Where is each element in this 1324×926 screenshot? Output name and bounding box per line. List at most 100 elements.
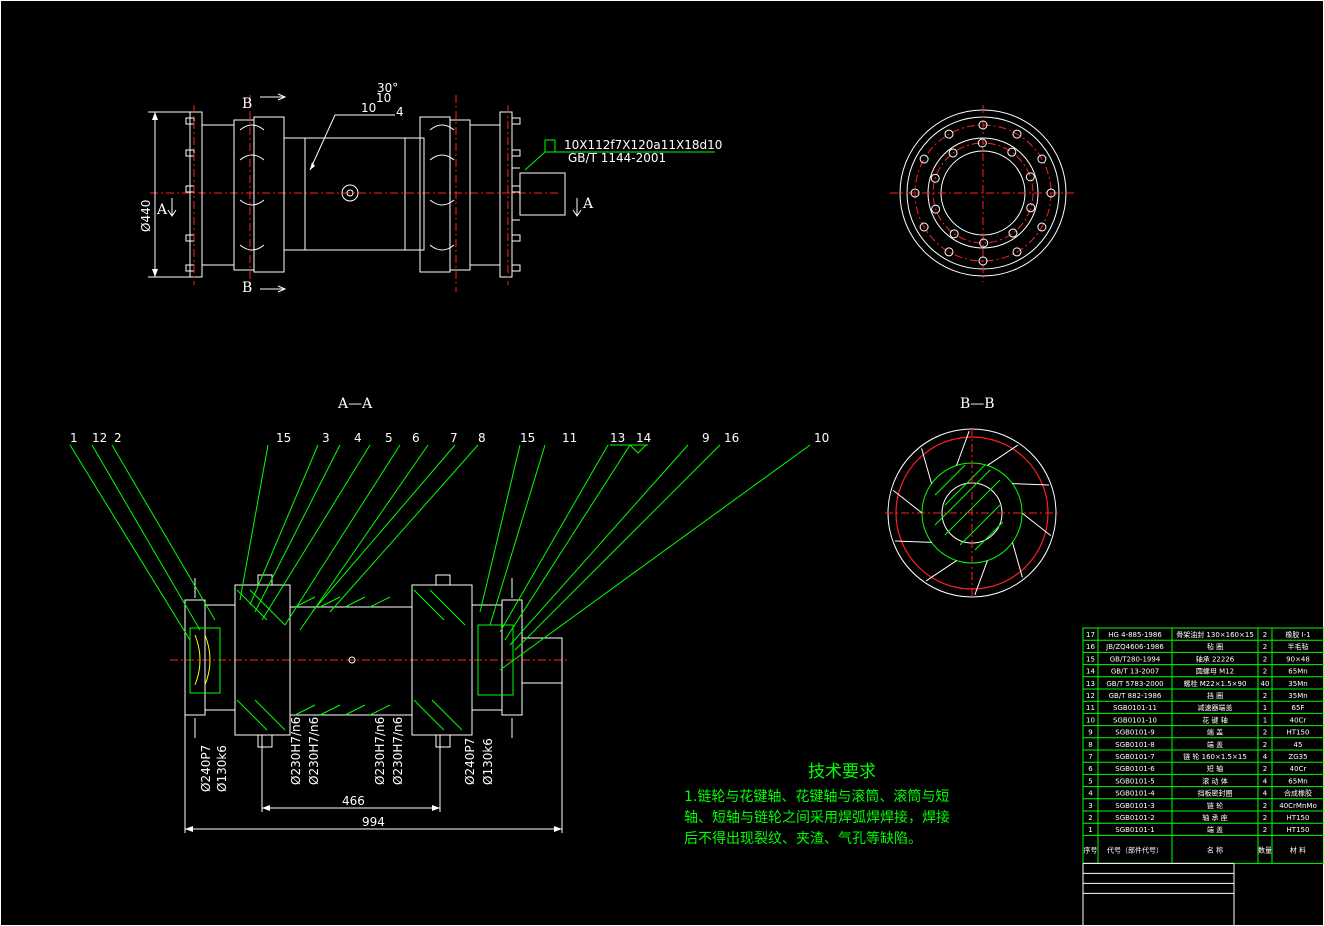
bom-cell: SGB0101-1 bbox=[1115, 826, 1154, 834]
bom-cell: SGB0101-11 bbox=[1113, 704, 1157, 712]
bom-cell: 2 bbox=[1263, 814, 1267, 822]
balloon-label-15: 15 bbox=[276, 431, 291, 445]
tech-req-line-2: 轴、短轴与链轮之间采用焊弧焊焊接，焊接 bbox=[684, 809, 950, 826]
outer-bolt-hole bbox=[1012, 247, 1022, 257]
weld-number-label: 4 bbox=[396, 105, 404, 119]
bom-cell: GB/T 13-2007 bbox=[1111, 668, 1159, 676]
weld-size-label-2: 10 bbox=[361, 101, 376, 115]
section-bb-teeth bbox=[892, 430, 1052, 596]
section-mark-a-right: A bbox=[582, 196, 594, 212]
balloon-label-9: 9 bbox=[702, 431, 710, 445]
bom-cell: 花 键 轴 bbox=[1202, 715, 1227, 724]
fit-label-7: Ø240P7 bbox=[463, 738, 477, 785]
inner-bolt-hole bbox=[949, 229, 959, 239]
bom-cell: 2 bbox=[1088, 814, 1092, 822]
weld-angle-label: 30° bbox=[377, 81, 398, 95]
outer-bolt-hole bbox=[978, 120, 988, 130]
inner-bolt-hole bbox=[1026, 203, 1036, 213]
bom-cell: SGB0101-4 bbox=[1115, 790, 1155, 798]
bom-cell: 11 bbox=[1086, 704, 1095, 712]
bom-cell: 轴 承 座 bbox=[1202, 813, 1227, 822]
bom-cell: 螺栓 M22×1.5×90 bbox=[1184, 679, 1247, 688]
sprocket-tooth bbox=[925, 560, 957, 582]
bom-cell: 2 bbox=[1263, 826, 1267, 834]
bom-cell: 2 bbox=[1263, 643, 1267, 651]
balloon-label-6: 6 bbox=[412, 431, 420, 445]
dim-466: 466 bbox=[342, 794, 365, 808]
bom-cell: SGB0101-2 bbox=[1115, 814, 1154, 822]
section-mark-b-bottom: B bbox=[242, 280, 252, 296]
bom-header-cell: 代号（部件代号） bbox=[1107, 845, 1163, 854]
balloon-label-2: 2 bbox=[114, 431, 122, 445]
bom-cell: 端 盖 bbox=[1207, 825, 1223, 834]
bom-cell: 挡板密封圈 bbox=[1198, 789, 1233, 798]
weld-size-label-1: 10 bbox=[376, 91, 391, 105]
bom-header-cell: 名 称 bbox=[1207, 845, 1223, 854]
bom-cell: 15 bbox=[1086, 655, 1095, 663]
bom-cell: 链 轮 160×1.5×15 bbox=[1183, 752, 1247, 761]
bom-cell: 减速器端盖 bbox=[1198, 703, 1233, 712]
bom-cell: 2 bbox=[1263, 729, 1267, 737]
bom-cell: 1 bbox=[1263, 704, 1267, 712]
outer-bolt-hole bbox=[910, 188, 920, 198]
dim-994: 994 bbox=[362, 815, 385, 829]
bom-cell: 轴承 22226 bbox=[1196, 654, 1235, 663]
bom-cell: 2 bbox=[1263, 692, 1267, 700]
outer-bolt-hole bbox=[944, 129, 954, 139]
section-aa-title: A—A bbox=[337, 396, 373, 412]
bom-cell: 端 盖 bbox=[1207, 728, 1223, 737]
sprocket-tooth bbox=[1012, 483, 1050, 486]
bom-cell: 3 bbox=[1088, 802, 1092, 810]
section-aa-view bbox=[170, 574, 570, 833]
bom-cell: SGB0101-10 bbox=[1113, 716, 1157, 724]
bom-cell: 半毛毡 bbox=[1288, 642, 1309, 651]
sprocket-tooth bbox=[894, 540, 932, 543]
fit-label-1: Ø240P7 bbox=[199, 745, 213, 792]
bom-cell: 4 bbox=[1088, 790, 1093, 798]
section-mark-a-left: A bbox=[156, 202, 168, 218]
bom-cell: GB/T 882-1986 bbox=[1109, 692, 1162, 700]
bom-cell: 2 bbox=[1263, 802, 1267, 810]
balloon-label-15: 15 bbox=[520, 431, 535, 445]
sprocket-tooth bbox=[987, 444, 1019, 466]
fit-label-6: Ø230H7/n6 bbox=[391, 717, 405, 785]
fit-label-3: Ø230H7/n6 bbox=[289, 717, 303, 785]
bom-cell: 4 bbox=[1263, 790, 1268, 798]
bom-cell: 40 bbox=[1261, 680, 1270, 688]
bom-cell: SGB0101-3 bbox=[1115, 802, 1154, 810]
inner-bolt-hole bbox=[977, 138, 987, 148]
bom-cell: SGB0101-6 bbox=[1115, 765, 1155, 773]
balloon-label-1: 1 bbox=[70, 431, 78, 445]
bom-cell: ZG35 bbox=[1288, 753, 1307, 761]
bom-cell: 4 bbox=[1263, 753, 1268, 761]
inner-bolt-hole bbox=[979, 238, 989, 248]
bom-header-cell: 数量 bbox=[1258, 845, 1272, 854]
bom-cell: 16 bbox=[1086, 643, 1095, 651]
sprocket-tooth bbox=[1021, 512, 1052, 537]
bom-cell: 端 盖 bbox=[1207, 740, 1223, 749]
bom-cell: 35Mn bbox=[1288, 680, 1307, 688]
bom-cell: 2 bbox=[1263, 655, 1267, 663]
balloon-label-11: 11 bbox=[562, 431, 577, 445]
balloon-label-12: 12 bbox=[92, 431, 107, 445]
bom-cell: 65F bbox=[1292, 704, 1305, 712]
sprocket-tooth bbox=[921, 448, 933, 484]
bom-cell: 7 bbox=[1088, 753, 1092, 761]
bom-cell: 链 轮 bbox=[1207, 801, 1223, 810]
balloon-leaders bbox=[69, 444, 811, 671]
bom-cell: 13 bbox=[1086, 680, 1095, 688]
bom-cell: 2 bbox=[1263, 741, 1267, 749]
section-bb-view bbox=[885, 428, 1060, 598]
bom-cell: SGB0101-8 bbox=[1115, 741, 1154, 749]
balloon-label-16: 16 bbox=[724, 431, 739, 445]
outer-bolt-hole bbox=[1012, 129, 1022, 139]
bom-cell: HT150 bbox=[1287, 826, 1310, 834]
bom-cell: 40CrMnMo bbox=[1279, 802, 1316, 810]
bom-cell: 6 bbox=[1088, 765, 1093, 773]
bom-cell: 65Mn bbox=[1288, 668, 1307, 676]
bom-cell: 1 bbox=[1263, 716, 1267, 724]
end-view-bolts bbox=[910, 120, 1056, 266]
